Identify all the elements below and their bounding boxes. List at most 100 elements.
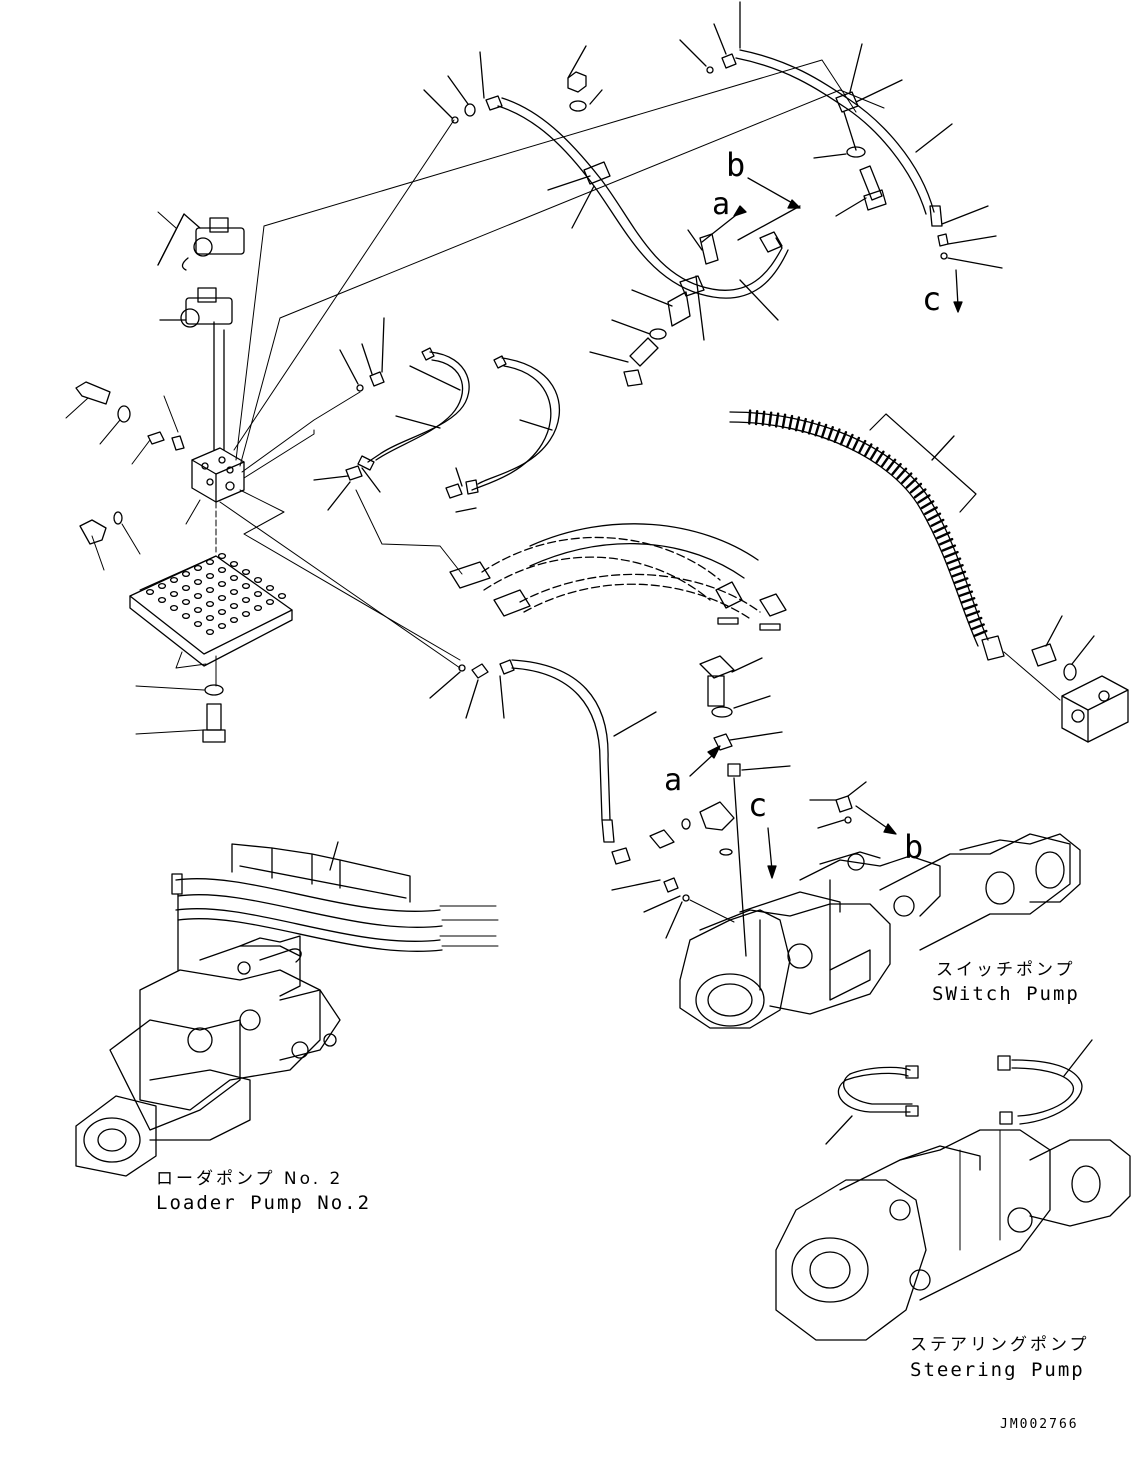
- callout-a-top: a: [712, 187, 730, 222]
- corrugation-rib: [891, 462, 902, 476]
- corrugation-rib: [965, 610, 981, 618]
- plate-hole: [193, 564, 203, 572]
- control-block: [191, 447, 245, 503]
- switch-pump-label-en: SWitch Pump: [932, 983, 1080, 1005]
- plate-hole: [145, 588, 155, 596]
- loader-pump: [75, 841, 499, 1177]
- callout-b-mid: b: [904, 828, 923, 866]
- corrugation-rib: [875, 450, 885, 464]
- plate-hole: [205, 600, 215, 608]
- plate-hole: [181, 570, 191, 578]
- plate-hole: [193, 578, 203, 586]
- corrugation-rib: [963, 603, 978, 611]
- corrugation-rib: [748, 409, 752, 425]
- plate-hole: [265, 584, 275, 592]
- switch-pump-label-jp: スイッチポンプ: [936, 960, 1076, 980]
- plate-hole: [241, 596, 251, 604]
- plate-hole: [205, 558, 215, 566]
- corrugation-rib: [927, 512, 942, 521]
- corrugation-rib: [913, 488, 927, 499]
- corrugation-ribs: [748, 409, 988, 638]
- plate-hole: [217, 566, 227, 574]
- corrugation-rib: [946, 557, 962, 565]
- corrugation-rib: [939, 537, 954, 546]
- corrugation-rib: [905, 477, 918, 489]
- corrugation-rib: [953, 577, 969, 584]
- bottom-bolt: [135, 703, 226, 743]
- plate-hole: [253, 590, 263, 598]
- corrugation-rib: [801, 417, 807, 433]
- plate-hole: [217, 552, 227, 560]
- plate-hole: [217, 622, 227, 630]
- corrugation-rib: [949, 564, 964, 571]
- corrugation-rib: [920, 500, 935, 510]
- corrugation-rib: [970, 623, 985, 631]
- plate-hole: [169, 604, 179, 612]
- hose-middle-pair: [313, 317, 560, 575]
- top-nuts: [567, 45, 603, 112]
- plate-hole: [157, 596, 167, 604]
- plate-hole: [217, 580, 227, 588]
- corrugation-rib: [857, 439, 867, 454]
- corrugation-rib: [951, 570, 967, 578]
- plate-hole: [241, 610, 251, 618]
- perforated-plate: [129, 555, 293, 669]
- callout-a-mid: a: [664, 763, 682, 798]
- corrugation-rib: [781, 413, 787, 429]
- corrugation-rib: [833, 428, 841, 443]
- callout-c-mid: c: [748, 786, 767, 824]
- corrugation-rib: [845, 433, 854, 449]
- steering-pump: [775, 1039, 1131, 1341]
- plate-hole: [277, 592, 287, 600]
- plate-hole: [229, 588, 239, 596]
- corrugation-rib: [794, 416, 801, 432]
- corrugation-rib: [827, 425, 834, 441]
- corrugation-rib: [909, 482, 923, 494]
- corrugation-rib: [839, 431, 848, 446]
- plate-hole: [181, 584, 191, 592]
- plate-hole: [205, 614, 215, 622]
- plate-hole: [241, 568, 251, 576]
- plate-hole: [193, 606, 203, 614]
- corrugation-rib: [886, 458, 897, 472]
- corrugation-rib: [761, 410, 766, 426]
- corrugation-rib: [967, 616, 983, 624]
- corrugation-rib: [973, 629, 988, 638]
- callout-arrows: [689, 177, 963, 879]
- corrugation-rib: [851, 436, 861, 451]
- plate-hole: [169, 590, 179, 598]
- plate-hole: [193, 592, 203, 600]
- steering-pump-label-jp: ステアリングポンプ: [910, 1335, 1090, 1355]
- corrugation-rib: [814, 421, 821, 437]
- corrugation-rib: [960, 597, 976, 604]
- plate-hole: [229, 602, 239, 610]
- corrugation-rib: [869, 446, 879, 461]
- corrugation-rib: [880, 454, 891, 468]
- callout-b-top: b: [726, 146, 745, 184]
- drawing-code: JM002766: [1000, 1417, 1079, 1432]
- plate-hole: [229, 616, 239, 624]
- plate-hole: [229, 560, 239, 568]
- corrugation-rib: [768, 411, 773, 427]
- plate-hole: [181, 598, 191, 606]
- corrugation-rib: [774, 412, 780, 428]
- plate-hole: [169, 576, 179, 584]
- solenoid-valve-group: [157, 211, 245, 328]
- corrugation-rib: [933, 525, 948, 534]
- plate-hole: [181, 612, 191, 620]
- plate-hole: [205, 572, 215, 580]
- corrugation-rib: [956, 583, 971, 591]
- plate-hole: [217, 594, 227, 602]
- corrugation-rib: [863, 443, 873, 458]
- steering-pump-label-en: Steering Pump: [910, 1359, 1085, 1381]
- switch-pump: [679, 833, 1081, 1029]
- corrugation-rib: [958, 590, 974, 598]
- corrugation-rib: [820, 423, 828, 439]
- hose-lower: [429, 659, 735, 865]
- leader-lines: [219, 59, 885, 669]
- loader-pump-label-en: Loader Pump No.2: [156, 1192, 371, 1214]
- hose-top-right: [679, 1, 1003, 269]
- corrugation-rib: [936, 531, 951, 540]
- plate-hole: [229, 574, 239, 582]
